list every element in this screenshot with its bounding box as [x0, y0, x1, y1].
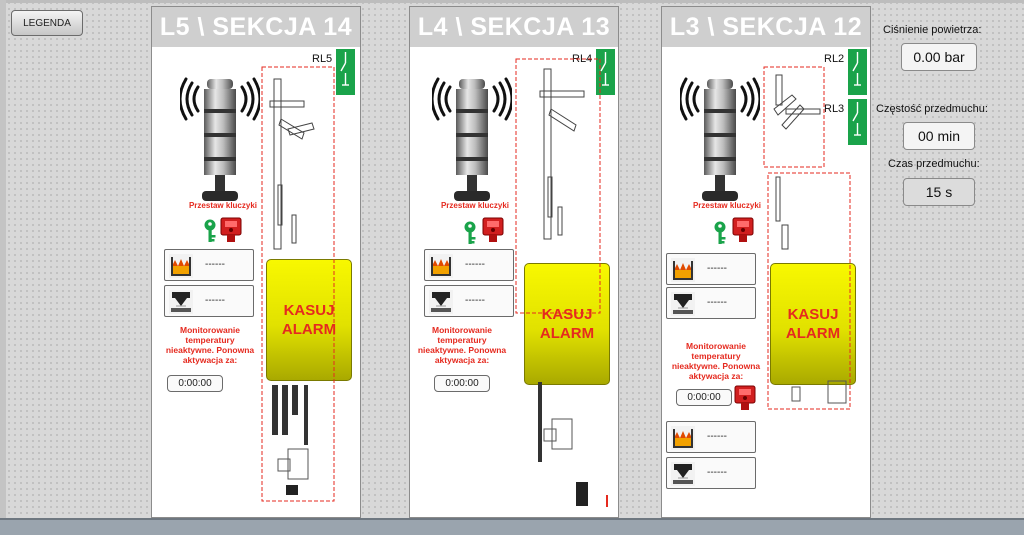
press-icon — [169, 290, 193, 314]
monitoring-inactive-text: Monitorowanie temperatury nieaktywne. Po… — [671, 341, 761, 381]
section-title: L5 \ SEKCJA 14 — [152, 7, 360, 47]
temperature-value: ------ — [205, 259, 225, 270]
alarm-beacon-icon — [680, 77, 760, 207]
red-key-switch-icon[interactable] — [734, 385, 756, 411]
relay-switch-rl5[interactable] — [336, 49, 355, 95]
press-sensor-2: ------ — [666, 457, 756, 489]
relay-switch-rl3[interactable] — [848, 99, 867, 145]
temperature-sensor: ------ — [424, 249, 514, 281]
top-edge — [0, 0, 1024, 3]
alarm-beacon-icon — [432, 77, 512, 207]
temperature-value: ------ — [465, 259, 485, 270]
reset-alarm-button[interactable]: KASUJ ALARM — [524, 263, 610, 385]
relay-label-rl2: RL2 — [824, 53, 845, 65]
furnace-temp-icon — [429, 254, 453, 278]
press-value: ------ — [707, 467, 727, 478]
section-title: L4 \ SEKCJA 13 — [410, 7, 618, 47]
green-key-icon — [462, 221, 478, 245]
air-pressure-value: 0.00 bar — [901, 43, 977, 71]
left-edge — [0, 0, 6, 535]
blow-time-label: Czas przedmuchu: — [888, 158, 980, 170]
green-key-icon — [712, 221, 728, 245]
press-icon — [671, 462, 695, 486]
relay-switch-rl4[interactable] — [596, 49, 615, 95]
press-icon — [429, 290, 453, 314]
press-sensor: ------ — [666, 287, 756, 319]
monitoring-inactive-text: Monitorowanie temperatury nieaktywne. Po… — [417, 325, 507, 365]
reactivation-timer: 0:00:00 — [167, 375, 223, 392]
press-value: ------ — [707, 297, 727, 308]
reactivation-timer: 0:00:00 — [434, 375, 490, 392]
section-l4: L4 \ SEKCJA 13 RL4 Przestaw kluczyki ---… — [409, 6, 619, 518]
red-key-switch-icon[interactable] — [482, 217, 504, 243]
switch-keys-label: Przestaw kluczyki — [440, 201, 510, 210]
reset-alarm-button[interactable]: KASUJ ALARM — [770, 263, 856, 385]
press-value: ------ — [465, 295, 485, 306]
section-l5: L5 \ SEKCJA 14 RL5 Przestaw kluczyki ---… — [151, 6, 361, 518]
furnace-temp-icon — [169, 254, 193, 278]
legend-button[interactable]: LEGENDA — [11, 10, 83, 36]
press-value: ------ — [205, 295, 225, 306]
furnace-temp-icon — [671, 258, 695, 282]
relay-switch-rl2[interactable] — [848, 49, 867, 95]
switch-keys-label: Przestaw kluczyki — [692, 201, 762, 210]
temperature-value: ------ — [707, 263, 727, 274]
line-schematic — [261, 66, 335, 502]
red-key-switch-icon[interactable] — [732, 217, 754, 243]
temperature-sensor: ------ — [164, 249, 254, 281]
blow-time-input[interactable]: 15 s — [903, 178, 975, 206]
alarm-beacon-icon — [180, 77, 260, 207]
press-sensor: ------ — [164, 285, 254, 317]
blow-frequency-input[interactable]: 00 min — [903, 122, 975, 150]
relay-label-rl3: RL3 — [824, 103, 845, 115]
switch-keys-label: Przestaw kluczyki — [188, 201, 258, 210]
section-l3: L3 \ SEKCJA 12 RL2 RL3 Przestaw kluczyki… — [661, 6, 871, 518]
bottom-status-bar — [0, 518, 1024, 535]
press-sensor: ------ — [424, 285, 514, 317]
temperature-value: ------ — [707, 431, 727, 442]
temperature-sensor: ------ — [666, 253, 756, 285]
reset-alarm-button[interactable]: KASUJ ALARM — [266, 259, 352, 381]
relay-label-rl5: RL5 — [312, 53, 333, 65]
temperature-sensor-2: ------ — [666, 421, 756, 453]
blow-frequency-label: Częstość przedmuchu: — [876, 103, 988, 115]
green-key-icon — [202, 219, 218, 243]
red-key-switch-icon[interactable] — [220, 217, 242, 243]
reactivation-timer: 0:00:00 — [676, 389, 732, 406]
section-title: L3 \ SEKCJA 12 — [662, 7, 870, 47]
air-pressure-label: Ciśnienie powietrza: — [883, 24, 982, 36]
monitoring-inactive-text: Monitorowanie temperatury nieaktywne. Po… — [165, 325, 255, 365]
line-schematic — [763, 66, 851, 410]
line-schematic — [515, 58, 608, 507]
press-icon — [671, 292, 695, 316]
furnace-temp-icon — [671, 426, 695, 450]
